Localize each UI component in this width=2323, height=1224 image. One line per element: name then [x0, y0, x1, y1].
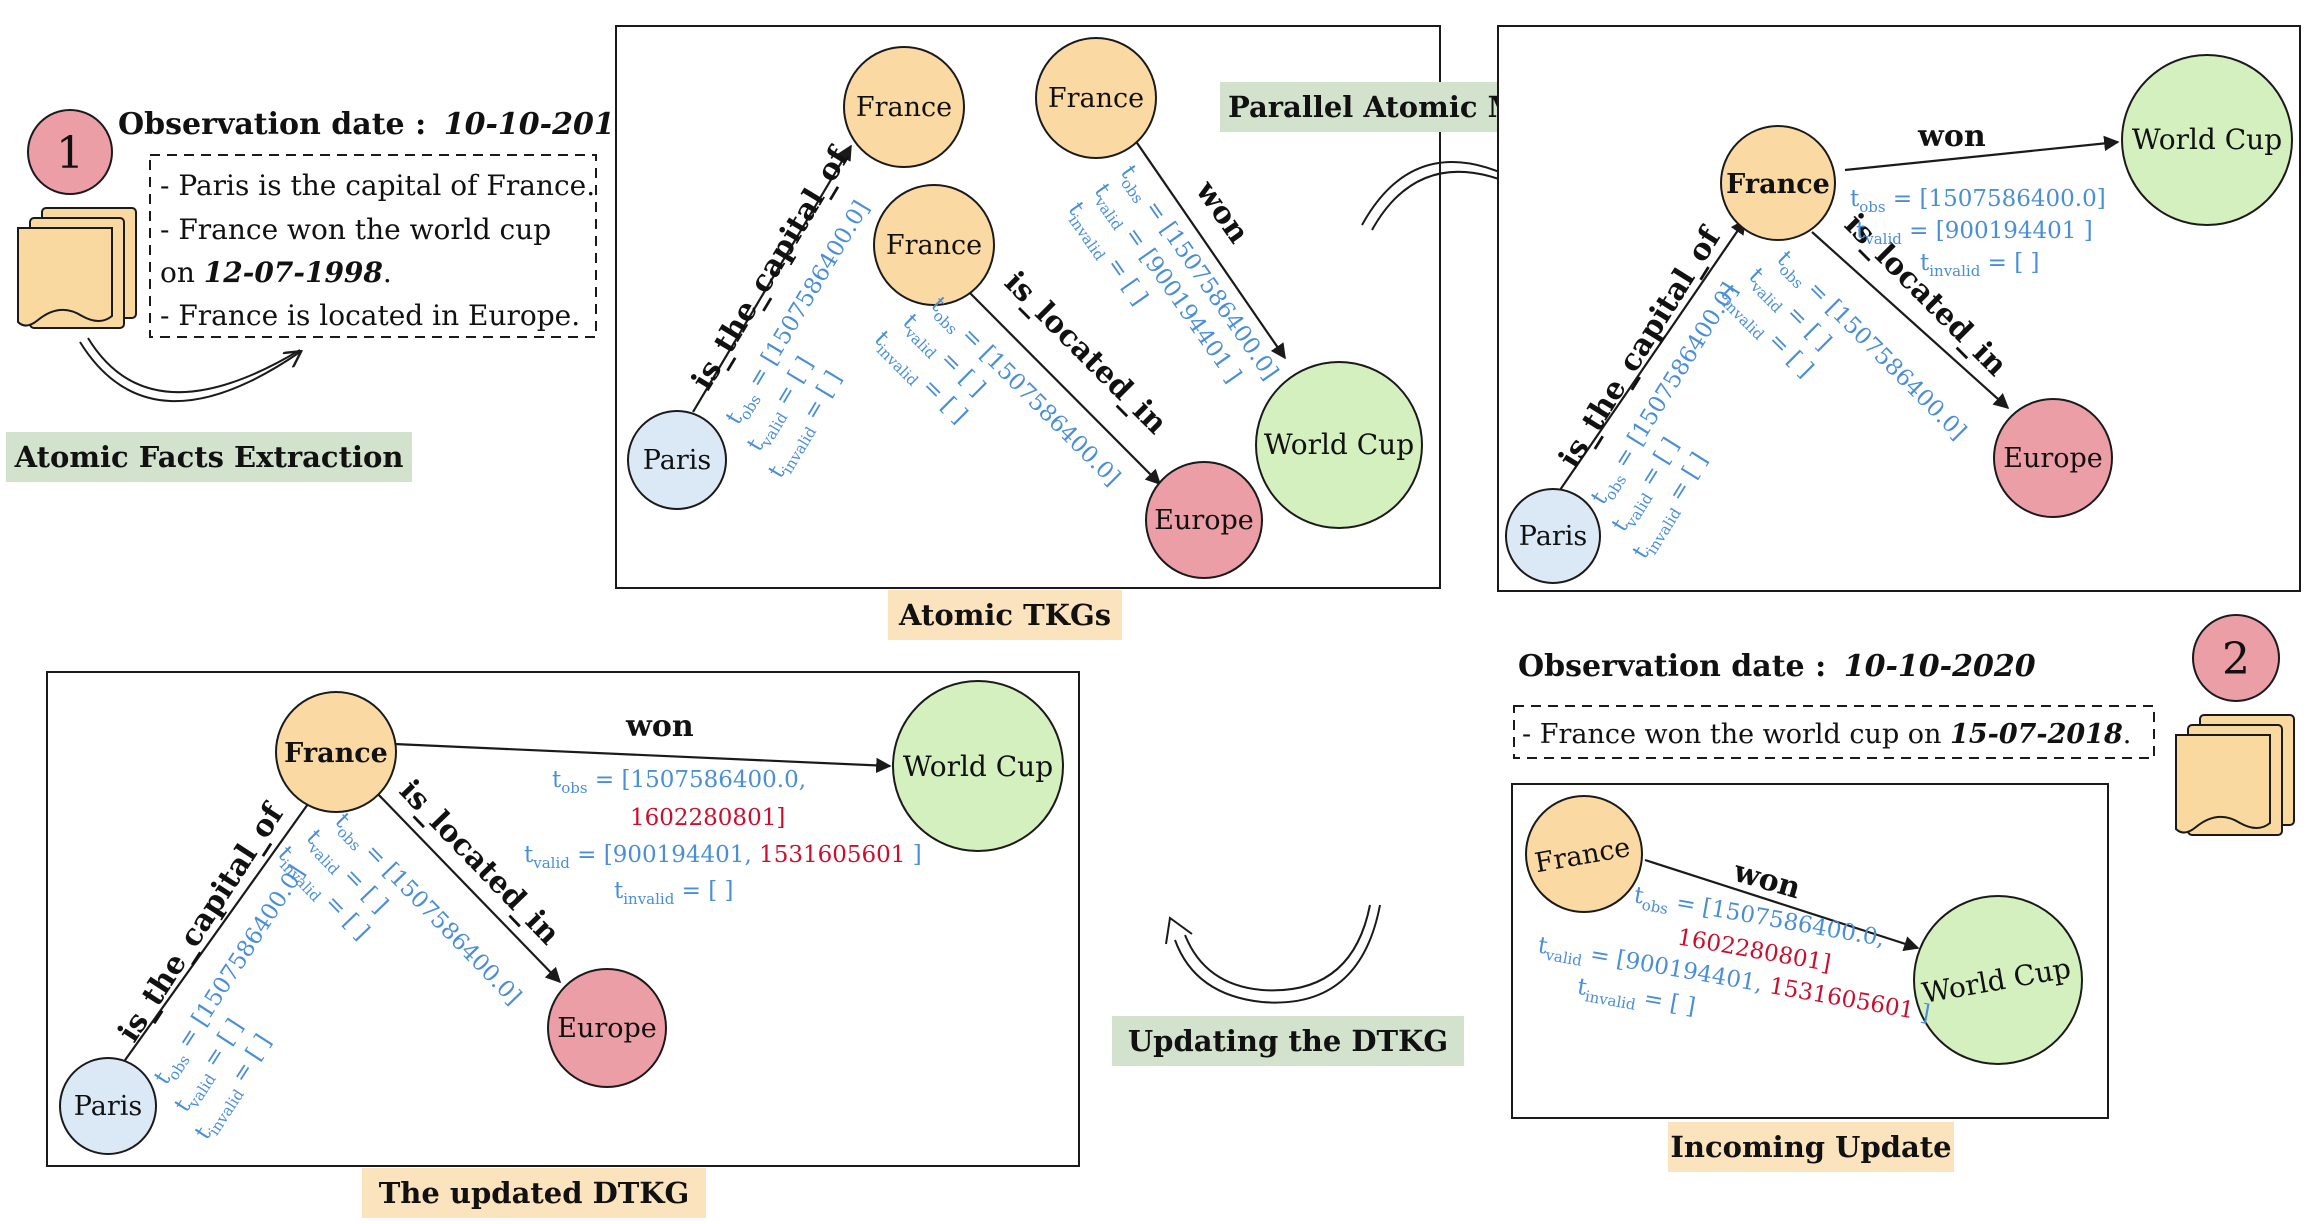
fact-line-4: - France is located in Europe. [160, 299, 580, 332]
merged-won-tvalid: tvalid = [900194401 ] [1856, 218, 2093, 248]
update-fact-box [1513, 705, 2155, 759]
step1-observation-date: Observation date : 10-10-2017 [118, 107, 636, 142]
updated-won-tobs-new: 1602280801] [630, 805, 785, 831]
updated-node-europe-label: Europe [557, 1013, 657, 1044]
merged-tkg-panel: France World Cup Paris Europe is_the_cap… [1497, 25, 2301, 592]
updated-relation-won: won [625, 709, 694, 744]
merged-node-france-label: France [1726, 169, 1830, 200]
facts-box [149, 154, 597, 338]
step2-group: Observation date : 10-10-2020 2 - France… [1511, 614, 2295, 1172]
merged-node-paris-label: Paris [1519, 521, 1587, 552]
node-world-cup [1255, 361, 1423, 529]
node-europe [1145, 461, 1263, 579]
node-paris [627, 410, 727, 510]
update-caption: Updating the DTKG [1128, 1024, 1448, 1058]
node-paris-label: Paris [643, 445, 711, 476]
merged-node-world-cup-label: World Cup [2132, 123, 2282, 156]
node-world-cup-label: World Cup [1264, 428, 1414, 461]
updated-node-europe [547, 968, 667, 1088]
merged-edge-won [1844, 135, 2120, 172]
updated-edge-capital [117, 788, 319, 1071]
step2-observation-date: Observation date : 10-10-2020 [1518, 649, 2036, 684]
edge-is-capital-of [692, 144, 852, 413]
atomic-caption-bg [888, 590, 1122, 640]
merged-edge-located [1811, 231, 2010, 410]
updated-node-world-cup [892, 680, 1064, 852]
edge-is-located-in [964, 287, 1162, 486]
curved-arrow-icon [79, 337, 300, 403]
node-europe-label: Europe [1154, 505, 1254, 536]
updated-caption: The updated DTKG [379, 1176, 690, 1210]
node-france-2-label: France [1048, 83, 1144, 114]
updated-won-tinvalid: tinvalid = [ ] [614, 878, 733, 908]
updated-node-france-label: France [284, 738, 388, 769]
incoming-caption-bg [1668, 1122, 1954, 1172]
step1-group: 1 Observation date : 10-10-2017 - Paris … [6, 107, 636, 482]
merged-won-tobs: tobs = [1507586400.0] [1850, 186, 2106, 216]
node-france-3 [873, 184, 995, 306]
updated-won-tobs: tobs = [1507586400.0, [552, 767, 806, 797]
incoming-caption: Incoming Update [1670, 1130, 1951, 1164]
merged-node-france [1720, 125, 1836, 241]
updated-edge-located [373, 789, 562, 984]
updated-caption-bg [362, 1168, 706, 1218]
incoming-node-france [1525, 795, 1643, 913]
node-france-2 [1035, 37, 1157, 159]
document-stack-icon [17, 207, 137, 329]
updated-node-world-cup-label: World Cup [903, 750, 1053, 783]
atomic-caption: Atomic TKGs [898, 598, 1111, 632]
merged-node-paris [1505, 488, 1601, 584]
fact-line-1: - Paris is the capital of France. [160, 169, 595, 202]
edge-won [1134, 139, 1286, 360]
update-arrow-group: Updating the DTKG [1112, 904, 1464, 1066]
curved-arrow-icon [1165, 904, 1381, 1004]
fact-line-3: on 12-07-1998. [160, 256, 392, 289]
step2-badge-number: 2 [2222, 634, 2250, 685]
merged-edge-capital [1559, 218, 1746, 491]
updated-node-paris [59, 1057, 157, 1155]
step1-caption: Atomic Facts Extraction [14, 440, 404, 474]
update-fact-line: - France won the world cup on 15-07-2018… [1522, 719, 2131, 750]
updated-edge-won [393, 742, 892, 774]
updated-node-france [275, 691, 397, 813]
merged-won-tinvalid: tinvalid = [ ] [1920, 250, 2039, 280]
incoming-node-world-cup [1913, 895, 2083, 1065]
document-stack-icon [2175, 714, 2295, 836]
merged-node-europe [1993, 398, 2113, 518]
incoming-edge-won [1644, 858, 1920, 952]
updated-dtkg-panel: France World Cup Paris Europe is_the_cap… [46, 671, 1080, 1218]
atomic-tkgs-panel: France France France Paris World Cup Eur… [615, 25, 1441, 640]
node-france-3-label: France [886, 230, 982, 261]
node-france-1-label: France [856, 92, 952, 123]
step1-badge [27, 109, 113, 195]
merged-relation-won: won [1917, 119, 1986, 154]
updated-node-paris-label: Paris [74, 1091, 142, 1122]
node-france-1 [843, 46, 965, 168]
merged-node-europe-label: Europe [2003, 443, 2103, 474]
step2-badge [2192, 614, 2280, 702]
updated-won-tvalid: tvalid = [900194401, 1531605601 ] [524, 842, 922, 872]
step1-caption-bg [6, 432, 412, 482]
step1-badge-number: 1 [56, 128, 84, 179]
fact-line-2: - France won the world cup [160, 213, 551, 246]
update-caption-bg [1112, 1016, 1464, 1066]
merged-node-world-cup [2121, 54, 2293, 226]
